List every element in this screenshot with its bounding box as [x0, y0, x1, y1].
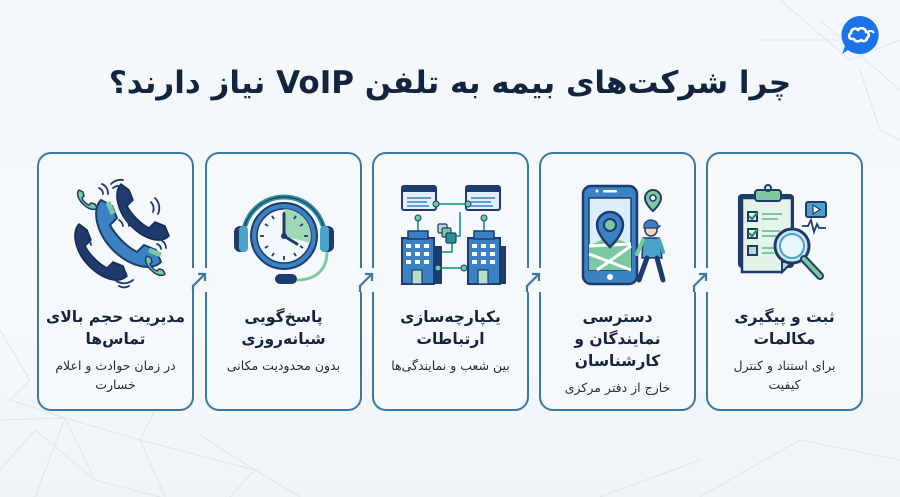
card-title: پاسخ‌گویی شبانه‌روزی — [241, 308, 326, 348]
arrow-up-right-icon — [358, 272, 374, 292]
arrow-up-right-icon — [692, 272, 708, 292]
connector-gap — [191, 268, 201, 292]
card-subtitle: در زمان حوادث و اعلام خسارت — [55, 358, 176, 392]
card-title: دسترسی نمایندگان و کارشناسان — [574, 308, 661, 370]
connector-gap — [692, 268, 702, 292]
feature-card-high-call-volume: مدیریت حجم بالای تماس‌ها در زمان حوادث و… — [37, 152, 194, 411]
mobile-location-agent-icon — [581, 184, 665, 286]
card-subtitle: خارج از دفتر مرکزی — [564, 380, 671, 395]
connector-gap — [369, 268, 379, 292]
card-subtitle: برای استناد و کنترل کیفیت — [733, 358, 836, 392]
clipboard-magnifier-icon — [737, 184, 827, 280]
chat-cloud-logo-icon — [841, 16, 879, 54]
arrow-up-right-icon — [191, 272, 207, 292]
card-subtitle: بدون محدودیت مکانی — [226, 358, 341, 373]
page-title: چرا شرکت‌های بیمه به تلفن VoIP نیاز دارن… — [108, 65, 792, 101]
headset-clock-icon — [233, 194, 334, 284]
card-subtitle: بین شعب و نمایندگی‌ها — [391, 358, 510, 373]
multiple-phones-ringing-icon — [73, 178, 170, 289]
connector-gap — [202, 268, 212, 292]
connector-gap — [525, 268, 535, 292]
feature-card-unified-comms: یکپارچه‌سازی ارتباطات بین شعب و نمایندگی… — [372, 152, 529, 411]
connector-gap — [358, 268, 368, 292]
feature-card-call-recording: ثبت و پیگیری مکالمات برای استناد و کنترل… — [706, 152, 863, 411]
connector-gap — [536, 268, 546, 292]
card-title: یکپارچه‌سازی ارتباطات — [400, 308, 501, 348]
connected-buildings-icon — [400, 185, 506, 285]
feature-card-remote-agents: دسترسی نمایندگان و کارشناسان خارج از دفت… — [539, 152, 696, 411]
card-title: ثبت و پیگیری مکالمات — [734, 308, 835, 348]
connector-gap — [703, 268, 713, 292]
card-title: مدیریت حجم بالای تماس‌ها — [46, 308, 185, 348]
feature-card-24h-support: پاسخ‌گویی شبانه‌روزی بدون محدودیت مکانی — [205, 152, 362, 411]
arrow-up-right-icon — [525, 272, 541, 292]
